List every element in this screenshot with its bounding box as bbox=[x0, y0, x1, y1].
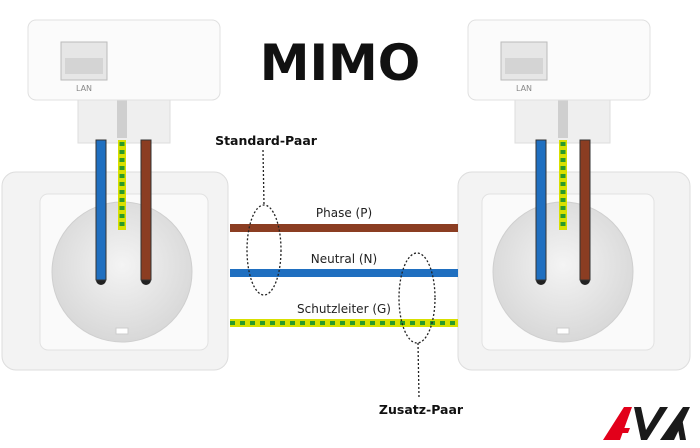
ground-wire bbox=[230, 319, 458, 327]
phase-label: Phase (P) bbox=[316, 206, 372, 220]
left-wall-socket bbox=[1, 171, 229, 371]
phase-wire bbox=[230, 224, 458, 232]
right-wall-socket bbox=[457, 171, 691, 371]
right-powerline-adapter: LAN bbox=[467, 19, 651, 144]
left-powerline-adapter: LAN bbox=[27, 19, 221, 144]
lan-port-label: LAN bbox=[516, 84, 532, 93]
right-plug-wires bbox=[535, 139, 591, 281]
standard-pair-label: Standard-Paar bbox=[215, 133, 318, 148]
extra-pair-label: Zusatz-Paar bbox=[379, 402, 464, 417]
left-plug-wires bbox=[95, 139, 152, 281]
lan-port-label: LAN bbox=[76, 84, 92, 93]
extra-pair-marker bbox=[398, 252, 436, 399]
ground-label: Schutzleiter (G) bbox=[297, 302, 391, 316]
title: MIMO bbox=[260, 34, 421, 92]
avm-logo bbox=[603, 407, 690, 440]
neutral-label: Neutral (N) bbox=[311, 252, 377, 266]
neutral-wire bbox=[230, 269, 458, 277]
standard-pair-marker bbox=[246, 149, 282, 296]
